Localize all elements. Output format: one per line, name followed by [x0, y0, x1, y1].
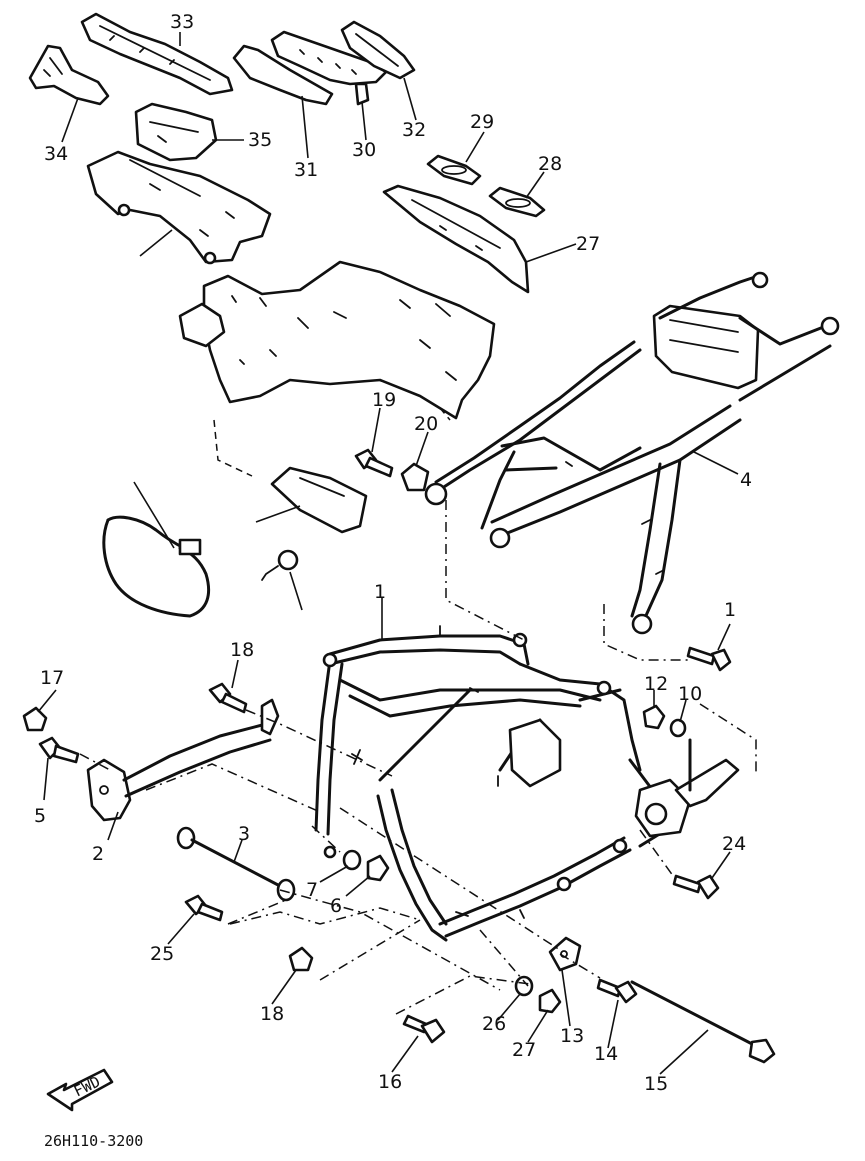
part-12-washer [669, 718, 687, 738]
part-27-bracket [232, 44, 334, 106]
callout-label: 16 [378, 1071, 402, 1093]
part-13-nut [642, 704, 666, 730]
callout-label: 31 [294, 159, 318, 181]
part-5-bolt [38, 736, 80, 764]
part-9-bolt [354, 448, 394, 478]
callout-label: 35 [248, 129, 272, 151]
callout-label: 24 [722, 833, 746, 855]
part-17-bolt [402, 1014, 446, 1044]
part-26-bracket [270, 30, 388, 106]
callout-label: 18 [260, 1003, 284, 1025]
drawing-code: 26H110-3200 [44, 1132, 143, 1150]
part-15-bolt [596, 978, 638, 1004]
part-35-clip [261, 549, 299, 581]
part-2-bracket [86, 698, 280, 822]
part-33-cover [270, 466, 368, 534]
callout-label: 29 [470, 111, 494, 133]
callout-label: 7 [306, 879, 318, 901]
callout-label: 5 [34, 805, 46, 827]
callout-label: 20 [414, 413, 438, 435]
callout-label: 18 [230, 639, 254, 661]
part-20-bolt [184, 894, 224, 922]
callout-label: 1 [374, 581, 386, 603]
part-32-bracket [86, 150, 272, 265]
callout-label: 1 [724, 599, 736, 621]
callout-label: 32 [402, 119, 426, 141]
part-16-long-bolt [630, 980, 776, 1064]
callout-label: 17 [40, 667, 64, 689]
part-10-collar [400, 462, 430, 492]
part-19-bolt [672, 874, 720, 900]
part-31-cover [134, 102, 218, 162]
part-18-nut [22, 706, 48, 732]
callout-label: 28 [538, 153, 562, 175]
callout-label: 19 [372, 389, 396, 411]
assembly-lines [79, 500, 757, 1015]
callout-label: 27 [512, 1039, 536, 1061]
engine-outline [178, 260, 496, 477]
callout-label: 12 [644, 673, 668, 695]
part-6-nut [366, 854, 390, 882]
part-24-plate [488, 186, 546, 218]
callout-label: 26 [482, 1013, 506, 1035]
part-22-nut [538, 988, 562, 1014]
part-1b-bolt [686, 646, 732, 672]
callout-label: 2 [92, 843, 104, 865]
part-14-bracket [548, 936, 582, 972]
part-29-bracket [80, 12, 234, 96]
callout-label: 13 [560, 1025, 584, 1047]
part-21-washer [514, 975, 534, 997]
part-23-cover [382, 184, 530, 294]
part-34-cable [102, 515, 211, 618]
part-8-bolt [208, 682, 248, 714]
part-7-washer [342, 849, 362, 871]
fwd-arrow-icon: FWD [46, 1068, 114, 1112]
callout-labels: 33 34 35 31 30 32 29 28 27 19 20 4 1 1 1… [34, 11, 752, 1095]
part-18b-nut [288, 946, 314, 972]
callout-label: 6 [330, 895, 342, 917]
leader-lines [37, 32, 739, 1075]
callout-label: 4 [740, 469, 752, 491]
part-28-cover [340, 20, 416, 80]
callout-label: 30 [352, 139, 376, 161]
callout-label: 14 [594, 1043, 618, 1065]
part-25-plate [426, 154, 482, 186]
part-3-shaft [176, 826, 296, 902]
callout-label: 27 [576, 233, 600, 255]
part-30-bracket [28, 44, 110, 106]
callout-label: 10 [678, 683, 702, 705]
part-4-rear-frame [424, 271, 840, 635]
callout-label: 34 [44, 143, 68, 165]
callout-label: 15 [644, 1073, 668, 1095]
callout-label: 25 [150, 943, 174, 965]
callout-label: 3 [238, 823, 250, 845]
part-1-main-frame [314, 625, 740, 942]
callout-label: 33 [170, 11, 194, 33]
